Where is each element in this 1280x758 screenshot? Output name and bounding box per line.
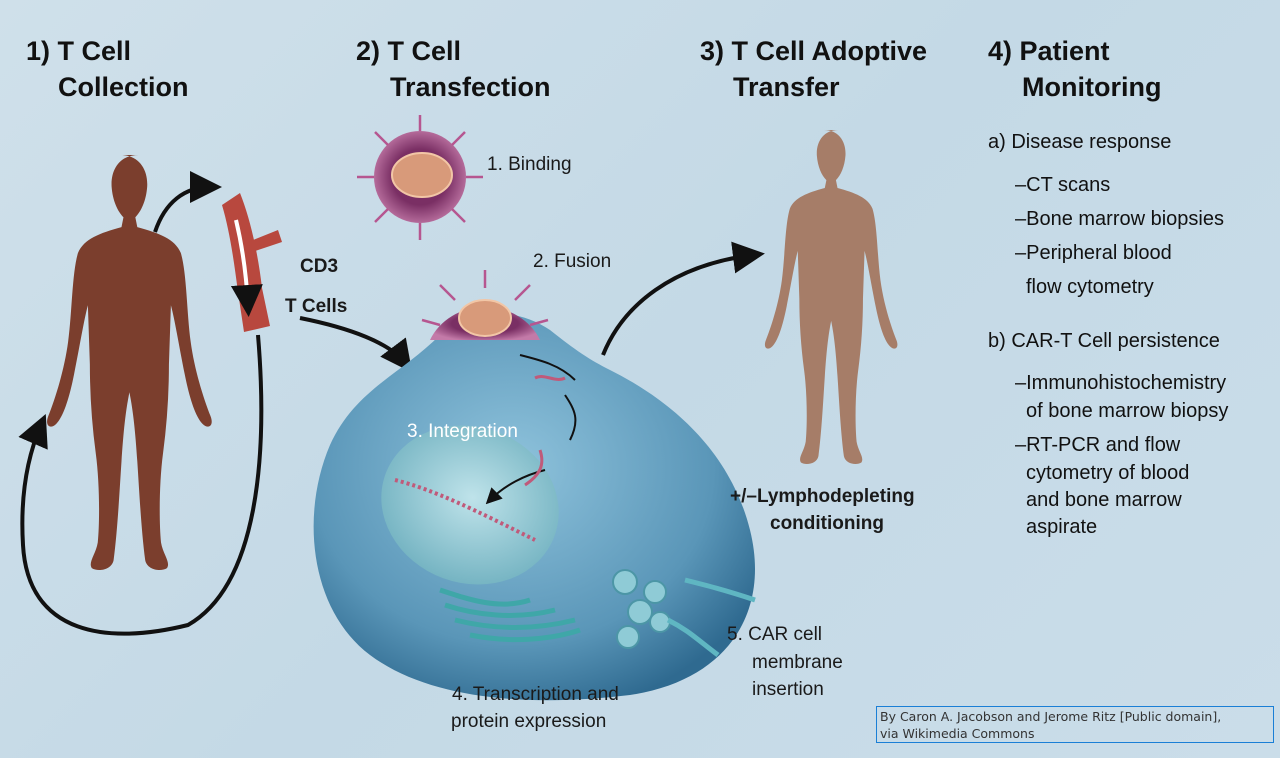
nucleus [381,425,559,585]
virus-binding [357,115,483,240]
disease-response-heading: a) Disease response [988,131,1172,153]
list-item: and bone marrow [1026,489,1182,511]
list-item: cytometry of blood [1026,462,1190,484]
list-item: –Peripheral blood [1015,242,1172,264]
step2-title-line1: 2) T Cell [356,36,462,66]
blood-vessel [222,193,270,332]
patient-figure [47,155,212,571]
virus-fusion [421,270,549,340]
step4-title-line2: Monitoring [1022,72,1162,102]
attribution-line-2: via Wikimedia Commons [880,726,1035,741]
lympho-label-1: +/–Lymphodepleting [730,486,915,507]
list-item: –CT scans [1015,174,1111,196]
binding-label: 1. Binding [487,154,572,175]
recipient-figure [764,130,898,464]
transcription-label-2: protein expression [451,711,607,732]
list-item: of bone marrow biopsy [1026,400,1229,422]
list-item: –Bone marrow biopsies [1015,208,1224,230]
step4-title-line1: 4) Patient [988,36,1110,66]
car-label-3: insertion [752,679,824,700]
cd3-label: CD3 [300,256,339,277]
step1-title-line2: Collection [58,72,189,102]
step1-title-line1: 1) T Cell [26,36,132,66]
car-label-2: membrane [752,652,843,673]
t-cells-label: T Cells [285,296,348,317]
list-item: flow cytometry [1026,276,1154,298]
car-label-1: 5. CAR cell [727,624,823,645]
list-item: –RT-PCR and flow [1015,434,1181,456]
list-item: –Immunohistochemistry [1015,372,1227,394]
attribution-line-1: By Caron A. Jacobson and Jerome Ritz [Pu… [880,709,1222,724]
fusion-label: 2. Fusion [533,251,612,272]
attribution-box: By Caron A. Jacobson and Jerome Ritz [Pu… [876,706,1274,743]
step3-title-line2: Transfer [733,72,840,102]
step2-title-line2: Transfection [390,72,551,102]
list-item: aspirate [1026,516,1098,538]
persistence-heading: b) CAR-T Cell persistence [988,330,1220,352]
step3-title-line1: 3) T Cell Adoptive [700,36,928,66]
lympho-label-2: conditioning [770,513,884,534]
integration-label: 3. Integration [407,421,518,442]
transcription-label-1: 4. Transcription and [452,684,619,705]
